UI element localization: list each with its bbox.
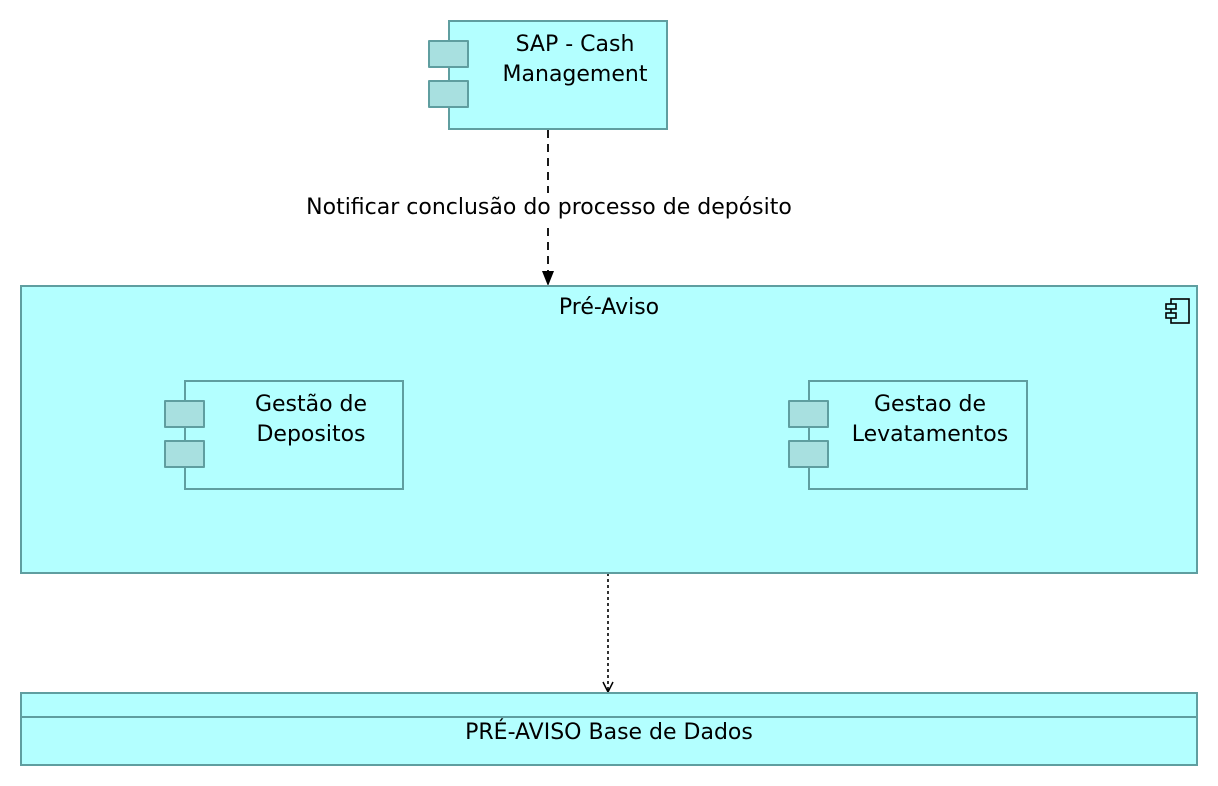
database-label: PRÉ-AVISO Base de Dados [465, 720, 753, 745]
flow-label: Notificar conclusão do processo de depós… [240, 193, 858, 223]
sap-cash-management-component[interactable]: SAP - Cash Management [448, 20, 668, 130]
component-tab-icon [428, 40, 469, 68]
component-tab-icon [428, 80, 469, 108]
gestao-depositos-component[interactable]: Gestão de Depositos [184, 380, 404, 490]
access-arrow[interactable] [602, 573, 614, 694]
component-tab-icon [788, 440, 829, 468]
gestao-levatamentos-label: Gestao de Levatamentos [851, 392, 1009, 447]
gestao-levatamentos-component[interactable]: Gestao de Levatamentos [808, 380, 1028, 490]
component-icon [1165, 298, 1190, 324]
database-header-divider [22, 716, 1196, 718]
component-tab-icon [788, 400, 829, 428]
sap-component-label: SAP - Cash Management [502, 32, 648, 87]
gestao-depositos-label: Gestão de Depositos [254, 392, 368, 447]
component-tab-icon [164, 400, 205, 428]
pre-aviso-database[interactable]: PRÉ-AVISO Base de Dados [20, 692, 1198, 766]
component-tab-icon [164, 440, 205, 468]
pre-aviso-label: Pré-Aviso [558, 295, 660, 320]
